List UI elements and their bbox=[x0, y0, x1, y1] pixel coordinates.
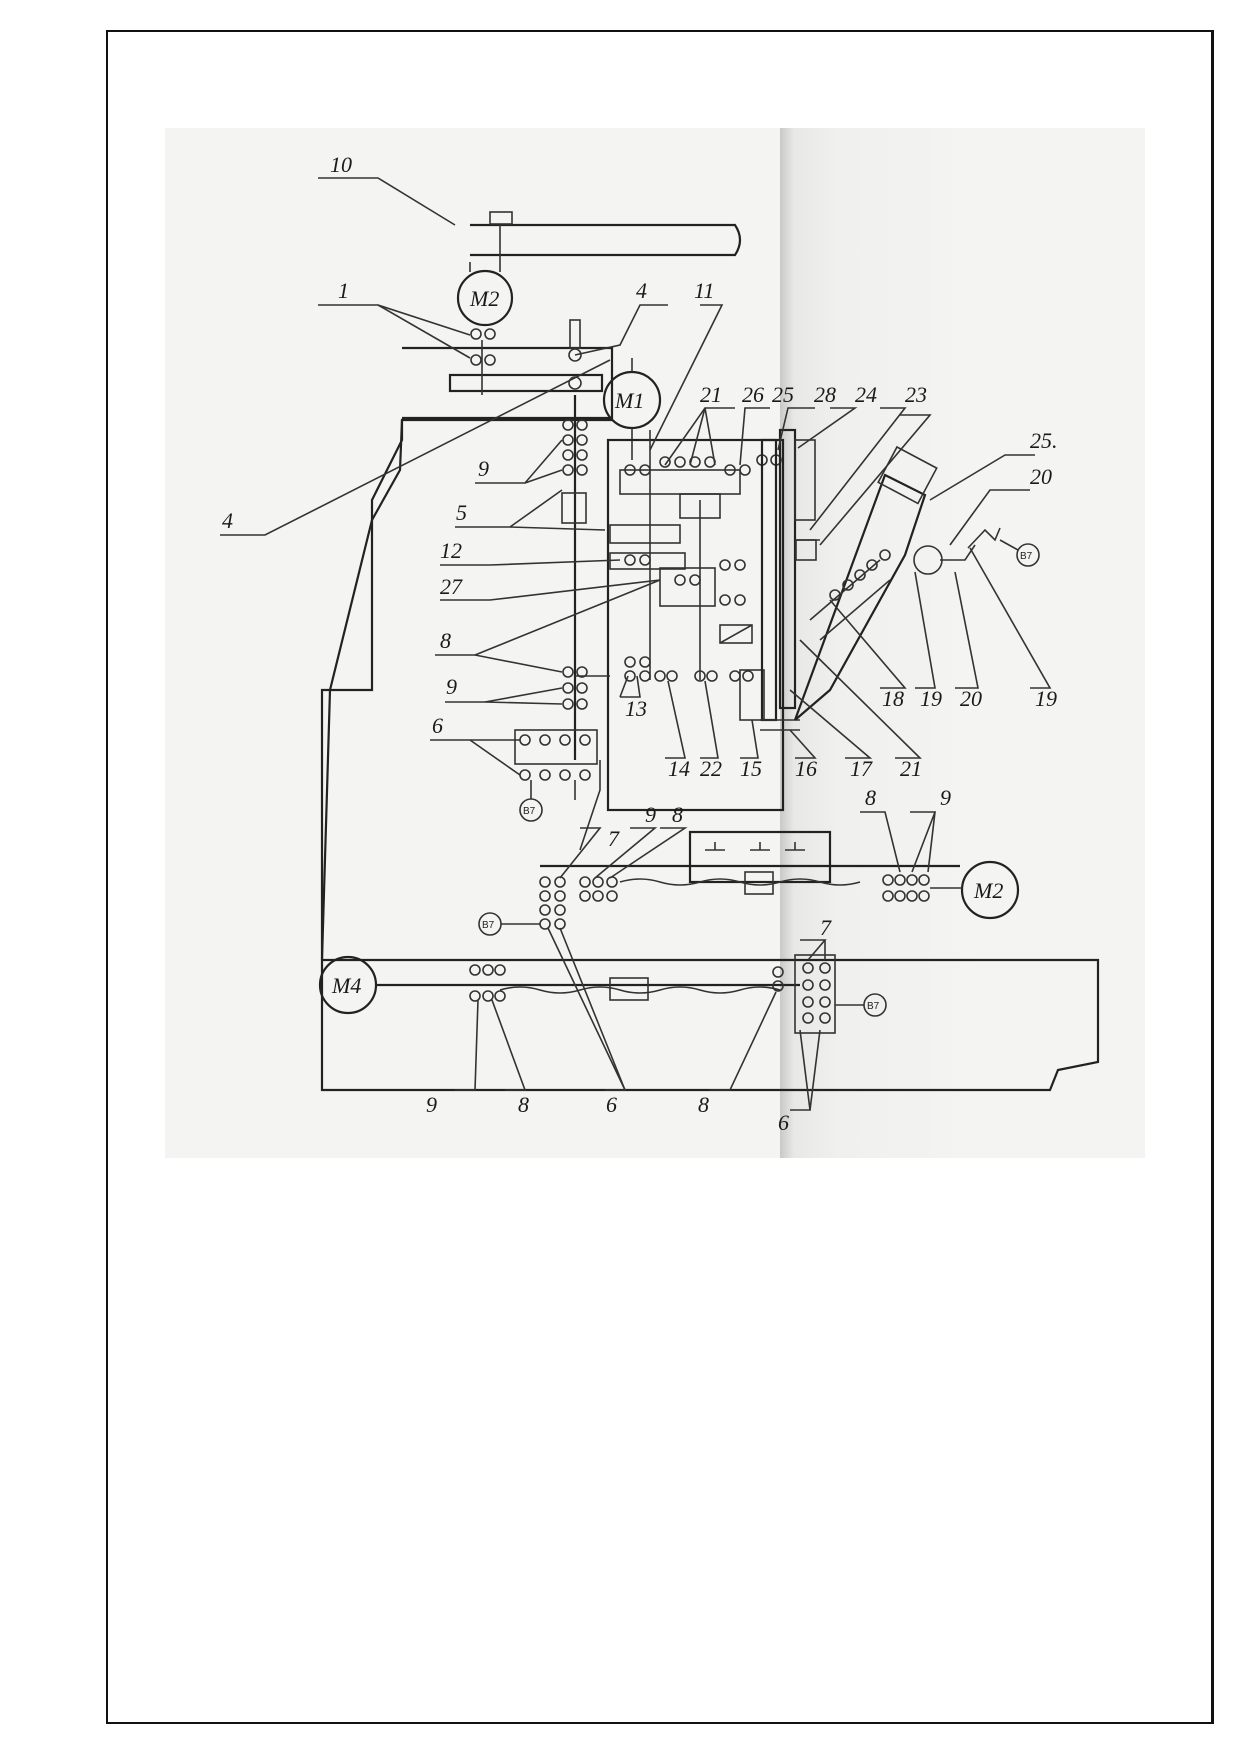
gears-item-6 bbox=[519, 734, 591, 781]
attachment-gears bbox=[829, 549, 891, 601]
label-7-base: 7 bbox=[820, 915, 832, 940]
gearbox-item-6 bbox=[514, 729, 598, 765]
label-21-bottom: 21 bbox=[900, 756, 922, 781]
gear-train-upper bbox=[619, 469, 741, 495]
numeric-labels: 10 1 4 11 21 26 25 28 24 23 25. 20 4 9 5… bbox=[222, 152, 1058, 1135]
gears-base-right bbox=[772, 954, 836, 1034]
motor-m1-label: M1 bbox=[614, 388, 644, 413]
label-6-base-mid: 6 bbox=[606, 1092, 617, 1117]
label-11: 11 bbox=[694, 278, 714, 303]
table-t-slots bbox=[705, 842, 805, 851]
label-7-table: 7 bbox=[608, 826, 620, 851]
label-14: 14 bbox=[668, 756, 690, 781]
label-24: 24 bbox=[855, 382, 877, 407]
sensor-b7-low-label: B7 bbox=[482, 920, 495, 931]
label-4-left: 4 bbox=[222, 508, 233, 533]
machine-frame-outline bbox=[320, 346, 1100, 1092]
label-17: 17 bbox=[850, 756, 873, 781]
label-8-base-right: 8 bbox=[698, 1092, 709, 1117]
label-20-bottom: 20 bbox=[960, 686, 982, 711]
leader-lines bbox=[220, 177, 1052, 1111]
label-12: 12 bbox=[440, 538, 462, 563]
bearings-vertical-upper bbox=[562, 419, 588, 476]
label-6-left: 6 bbox=[432, 713, 443, 738]
sensor-b7-mid-label: B7 bbox=[523, 806, 536, 817]
bearings-base-left bbox=[469, 964, 506, 1002]
label-23: 23 bbox=[905, 382, 927, 407]
label-20-top: 20 bbox=[1030, 464, 1052, 489]
label-1: 1 bbox=[338, 278, 349, 303]
label-9-base: 9 bbox=[426, 1092, 437, 1117]
label-8-table: 8 bbox=[672, 802, 683, 827]
label-13: 13 bbox=[625, 696, 647, 721]
sensor-b7-right-label: B7 bbox=[867, 1001, 880, 1012]
label-28: 28 bbox=[814, 382, 836, 407]
motor-m2-right bbox=[960, 860, 1020, 920]
sensor-b7-head-label: B7 bbox=[1020, 551, 1033, 562]
label-6-base-right: 6 bbox=[778, 1110, 789, 1135]
table-nut bbox=[744, 871, 774, 895]
table-lead-screw bbox=[619, 878, 861, 886]
label-21-top: 21 bbox=[700, 382, 722, 407]
label-22: 22 bbox=[700, 756, 722, 781]
link-to-table bbox=[579, 760, 601, 851]
guide-rail bbox=[778, 428, 797, 710]
gear-block-27 bbox=[659, 567, 716, 607]
counterweight-28 bbox=[794, 439, 816, 521]
label-9-table: 9 bbox=[645, 802, 656, 827]
spindle-housing bbox=[606, 438, 785, 812]
page-frame bbox=[106, 30, 1214, 1724]
gears-lower-row bbox=[624, 656, 754, 682]
motor-m4-label: M4 bbox=[331, 973, 361, 998]
beam-bracket bbox=[489, 211, 513, 225]
gear-block-x bbox=[719, 624, 753, 644]
label-10: 10 bbox=[330, 152, 352, 177]
attachment-lever bbox=[967, 527, 1001, 549]
label-8-base: 8 bbox=[518, 1092, 529, 1117]
label-27: 27 bbox=[440, 574, 463, 599]
head-crossbar bbox=[448, 373, 604, 393]
label-8-right: 8 bbox=[865, 785, 876, 810]
motor-m2-top-label: M2 bbox=[469, 286, 499, 311]
bearings-table-left bbox=[539, 876, 618, 930]
label-5: 5 bbox=[456, 500, 467, 525]
column-outline bbox=[320, 419, 404, 961]
label-26: 26 bbox=[742, 382, 764, 407]
inclined-attachment-body bbox=[793, 473, 927, 721]
bearings-table-right bbox=[882, 874, 930, 902]
label-15: 15 bbox=[740, 756, 762, 781]
label-9-lower: 9 bbox=[446, 674, 457, 699]
sensor-b7-head bbox=[1016, 543, 1040, 567]
bearings-vertical-lower bbox=[562, 666, 588, 710]
base-nut bbox=[609, 977, 649, 1001]
label-19-b: 19 bbox=[1035, 686, 1057, 711]
bearings-group-1 bbox=[470, 328, 496, 366]
label-25-top: 25 bbox=[772, 382, 794, 407]
label-8-left: 8 bbox=[440, 628, 451, 653]
label-9-upper: 9 bbox=[478, 456, 489, 481]
label-16: 16 bbox=[795, 756, 817, 781]
vertical-screw-top bbox=[569, 319, 581, 349]
top-beam bbox=[470, 223, 742, 257]
nut-block-upper bbox=[561, 492, 587, 524]
shift-block-5 bbox=[609, 524, 681, 544]
label-9-right: 9 bbox=[940, 785, 951, 810]
work-table bbox=[688, 830, 832, 884]
label-25-right: 25. bbox=[1030, 428, 1058, 453]
label-4-top: 4 bbox=[636, 278, 647, 303]
attachment-pulley bbox=[913, 545, 943, 575]
motor-m2-top bbox=[456, 269, 514, 327]
label-18: 18 bbox=[882, 686, 904, 711]
gears-upper-row bbox=[624, 454, 782, 476]
base-lead-screw bbox=[499, 986, 781, 994]
label-19-a: 19 bbox=[920, 686, 942, 711]
motor-m2-right-label: M2 bbox=[973, 878, 1003, 903]
scan-fold-shadow bbox=[780, 128, 1145, 1158]
